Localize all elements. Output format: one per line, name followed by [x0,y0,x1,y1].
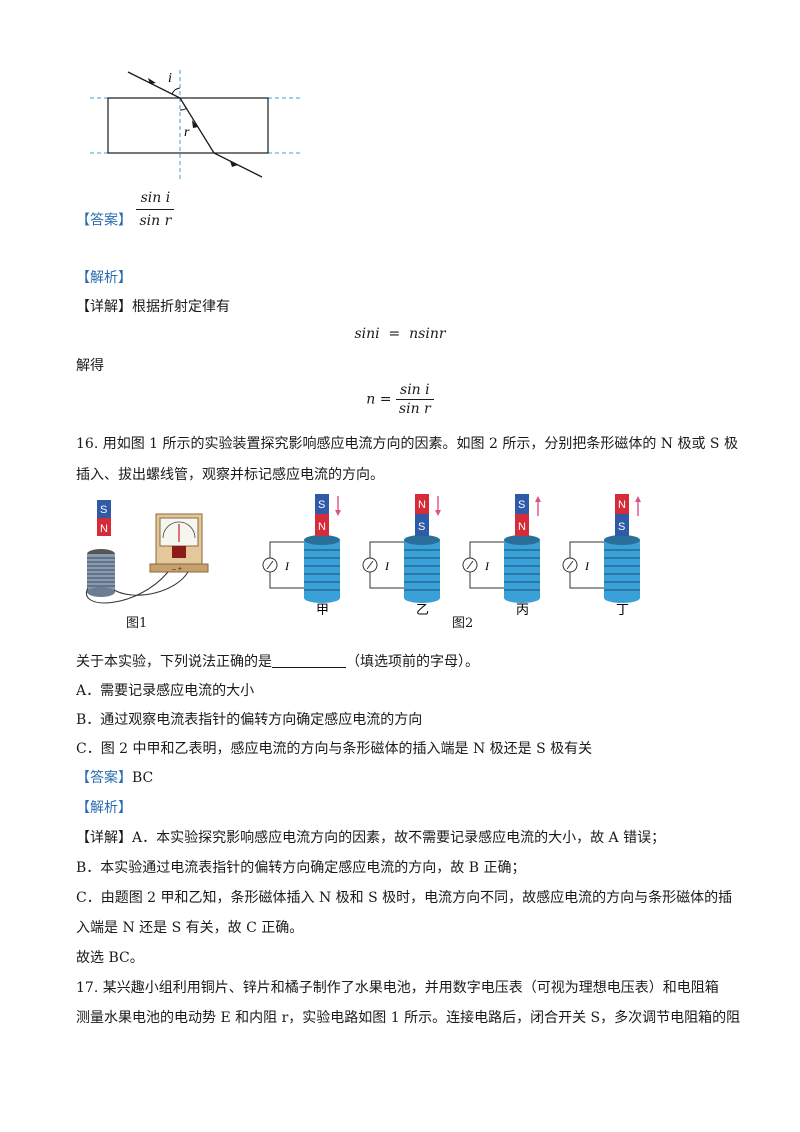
q15-solve-text: 解得 [76,358,104,374]
coil-label: 乙 [416,603,429,615]
magnet-bottom-pole-label: S [418,521,425,533]
motion-arrowhead [535,496,541,502]
galvanometer-needle [466,560,474,570]
q16-question: 关于本实验，下列说法正确的是 （填选项前的字母）。 [76,652,479,672]
motion-arrowhead [635,496,641,502]
fraction-numerator: sin i [395,382,434,400]
motion-arrowhead [335,510,341,516]
q16-detail-c2: 入端是 N 还是 S 有关，故 C 正确。 [76,920,304,936]
q16-answer: 【答案】BC [76,768,153,788]
answer-value: BC [132,770,154,786]
magnet-top-half [315,494,329,514]
magnet-top-half [515,494,529,514]
current-label: I [484,559,490,573]
question-text: 关于本实验，下列说法正确的是 [76,654,272,670]
q17-line2: 测量水果电池的电动势 E 和内阻 r，实验电路如图 1 所示。连接电路后，闭合开… [76,1010,741,1026]
eq2-lhs: n = [366,391,392,408]
magnet-top-half [615,494,629,514]
q15-equation-2: n = sin i sin r [0,382,800,417]
q16-detail-a: 【详解】A．本实验探究影响感应电流方向的因素，故不需要记录感应电流的大小，故 A… [76,828,665,848]
magnet-n-label: N [100,523,108,535]
magnet-bottom-pole-label: S [618,521,625,533]
fraction-numerator: sin i [136,188,175,210]
magnet-bottom-half [615,514,629,536]
angle-r-label: r [184,125,190,140]
solenoid-bottom [604,593,640,603]
eq2-fraction: sin i sin r [395,382,434,417]
magnet-top-half [415,494,429,514]
detail-text: 根据折射定律有 [132,299,230,315]
refraction-figure: i r [90,70,302,182]
solenoid-top [404,535,440,545]
motion-arrowhead [435,510,441,516]
q16-detail-b: B．本实验通过电流表指针的偏转方向确定感应电流的方向，故 B 正确； [76,860,526,876]
solenoid-top [504,535,540,545]
answer-tag: 【答案】 [76,212,132,229]
solenoid [404,540,440,598]
galvanometer-needle [366,560,374,570]
q16-analysis-tag: 【解析】 [76,800,132,816]
magnet-bottom-pole-label: N [518,521,526,533]
solenoid-top [304,535,340,545]
magnet-s-label: S [100,504,107,516]
q16-conclusion: 故选 BC。 [76,950,144,966]
solenoid [604,540,640,598]
angle-i-label: i [168,71,172,86]
fraction-denominator: sin r [398,401,431,417]
fraction-denominator: sin r [139,213,172,229]
solenoid-top [604,535,640,545]
detail-tag: 【详解】 [76,830,132,846]
solenoid [504,540,540,598]
solenoid-bottom [304,593,340,603]
magnet-top-pole-label: S [318,499,325,511]
galvanometer-needle [266,560,274,570]
galvanometer-needle [566,560,574,570]
current-label: I [384,559,390,573]
solenoid [304,540,340,598]
magnet-bottom-pole-label: N [318,521,326,533]
current-label: I [584,559,590,573]
q15-detail: 【详解】根据折射定律有 [76,297,230,317]
current-label: I [284,559,290,573]
q16-option-c: C．图 2 中甲和乙表明，感应电流的方向与条形磁体的插入端是 N 极还是 S 极… [76,741,593,757]
detail-tag: 【详解】 [76,299,132,315]
coil-label: 甲 [316,603,329,615]
q16-detail-c1: C．由题图 2 甲和乙知，条形磁体插入 N 极和 S 极时，电流方向不同，故感应… [76,890,733,906]
svg-text:– +: – + [172,566,182,573]
q16-option-a: A．需要记录感应电流的大小 [76,683,255,699]
magnet-bottom-half [515,514,529,536]
magnet-top-pole-label: S [518,499,525,511]
q16-stem-line2: 插入、拔出螺线管，观察并标记感应电流的方向。 [76,467,384,483]
figure-1-caption: 图1 [126,616,148,631]
q15-equation-1: sini = nsinr [354,326,446,342]
coil-label: 丁 [616,603,629,615]
detail-a-text: A．本实验探究影响感应电流方向的因素，故不需要记录感应电流的大小，故 A 错误； [132,830,666,846]
magnet-top-pole-label: N [618,499,626,511]
solenoid-bottom [504,593,540,603]
solenoid-bottom [404,593,440,603]
question-suffix: （填选项前的字母）。 [346,654,479,670]
coil-label: 丙 [516,603,529,615]
q17-line1: 17. 某兴趣小组利用铜片、锌片和橘子制作了水果电池，并用数字电压表（可视为理想… [76,980,719,996]
answer-fraction: sin i sin r [136,188,175,231]
answer-blank [272,653,346,668]
q16-option-b: B．通过观察电流表指针的偏转方向确定感应电流的方向 [76,712,423,728]
magnet-bottom-half [415,514,429,536]
q15-analysis-tag: 【解析】 [76,270,132,286]
q15-answer: 【答案】 sin i sin r [76,190,175,231]
q16-stem-line1: 16. 用如图 1 所示的实验装置探究影响感应电流方向的因素。如图 2 所示，分… [76,436,738,452]
answer-tag: 【答案】 [76,770,132,786]
figure-1-apparatus: S N – + [85,500,209,604]
magnet-top-pole-label: N [418,499,426,511]
figure-2-caption: 图2 [452,616,474,631]
magnet-bottom-half [315,514,329,536]
